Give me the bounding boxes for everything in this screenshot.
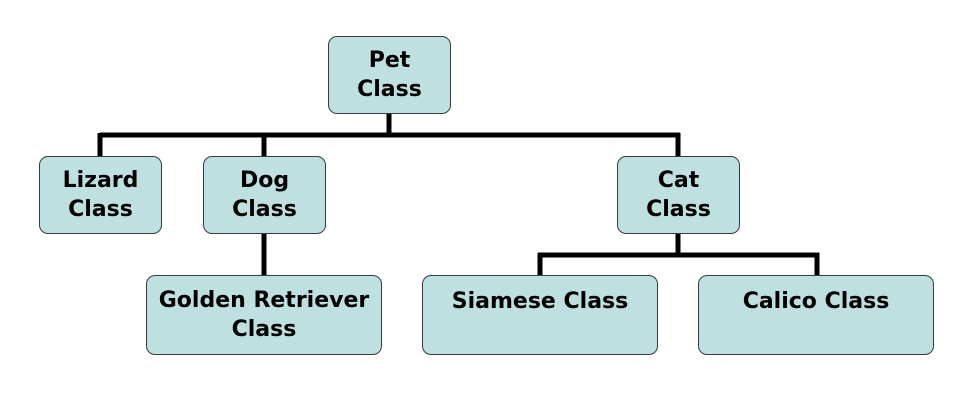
node-lizard-line2: Class bbox=[68, 197, 133, 222]
node-golden-retriever-class: Golden Retriever Class bbox=[146, 275, 382, 355]
node-pet-line1: Pet bbox=[368, 48, 411, 73]
node-pet-class: Pet Class bbox=[328, 36, 451, 114]
node-cat-line2: Class bbox=[646, 197, 711, 222]
node-lizard-line1: Lizard bbox=[62, 168, 139, 193]
node-lizard-class: Lizard Class bbox=[39, 156, 162, 234]
node-golden-retriever-line1: Golden Retriever bbox=[158, 288, 370, 313]
node-dog-line1: Dog bbox=[239, 168, 290, 193]
node-calico-line1: Calico Class bbox=[742, 289, 890, 314]
node-dog-line2: Class bbox=[232, 197, 297, 222]
node-siamese-line1: Siamese Class bbox=[451, 289, 629, 314]
node-siamese-class: Siamese Class bbox=[422, 275, 658, 355]
node-dog-class: Dog Class bbox=[203, 156, 326, 234]
node-cat-line1: Cat bbox=[657, 168, 700, 193]
node-golden-retriever-line2: Class bbox=[231, 317, 297, 342]
node-pet-line2: Class bbox=[357, 77, 422, 102]
node-cat-class: Cat Class bbox=[617, 156, 740, 234]
node-calico-class: Calico Class bbox=[698, 275, 934, 355]
